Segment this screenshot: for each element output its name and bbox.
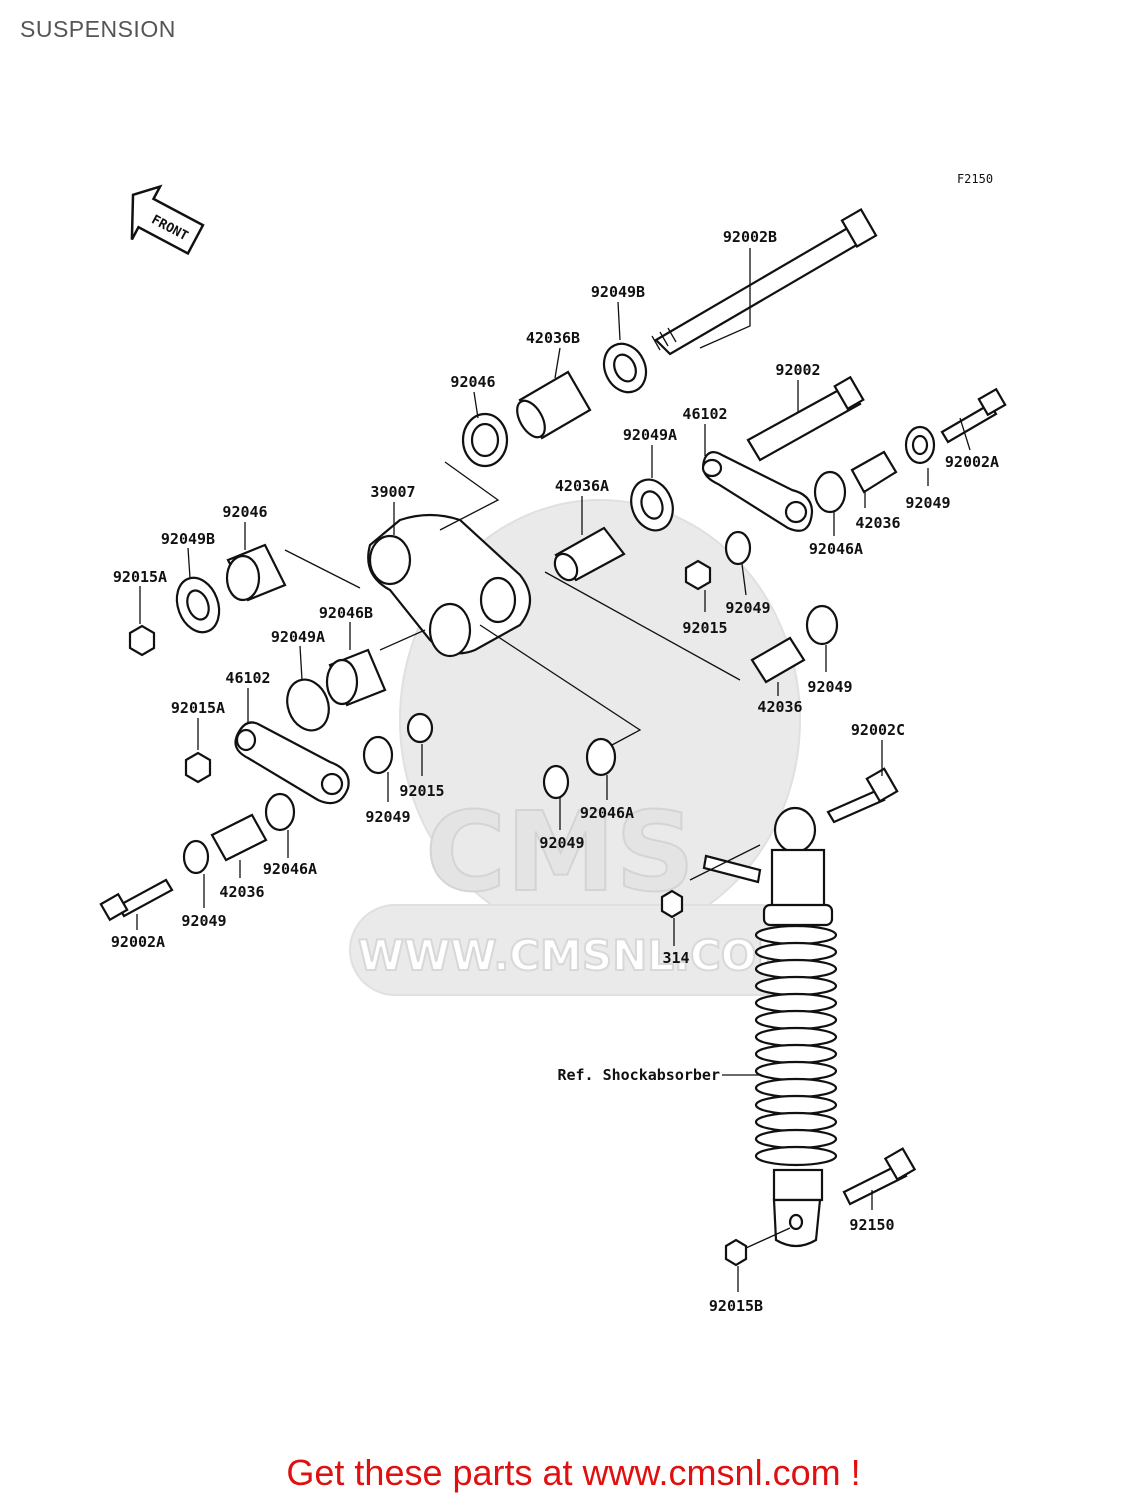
part-label: 92046A bbox=[263, 860, 317, 878]
spring-coil bbox=[754, 992, 838, 1014]
part-label: 92049B bbox=[161, 530, 215, 548]
bearing-92046b bbox=[325, 648, 387, 707]
part-label: 92015 bbox=[399, 782, 444, 800]
part-label: 42036 bbox=[855, 514, 900, 532]
part-label: 92049 bbox=[539, 834, 584, 852]
washer-92049-right bbox=[904, 425, 936, 465]
part-label: 42036 bbox=[219, 883, 264, 901]
part-label: 92150 bbox=[849, 1216, 894, 1234]
part-label: 92046B bbox=[319, 604, 373, 622]
part-label: 92002B bbox=[723, 228, 777, 246]
bearing-92046a-right bbox=[813, 470, 847, 514]
nut-314 bbox=[660, 889, 684, 919]
part-label: 92015 bbox=[682, 619, 727, 637]
front-arrow-icon: FRONT bbox=[130, 184, 205, 256]
collar-92049a-mid bbox=[630, 478, 674, 532]
part-label: 92049 bbox=[905, 494, 950, 512]
washer-92049-farright bbox=[805, 604, 839, 646]
spring-coil bbox=[754, 1060, 838, 1082]
nut-92015a-lower bbox=[184, 751, 212, 784]
part-label: 42036A bbox=[555, 477, 609, 495]
bolt-92002c bbox=[826, 767, 899, 824]
part-label: 92002 bbox=[775, 361, 820, 379]
part-label: 92049A bbox=[623, 426, 677, 444]
nut-92015a-left bbox=[128, 624, 156, 657]
part-label: 92015A bbox=[113, 568, 167, 586]
axle-92002b bbox=[651, 208, 878, 356]
spring-coil bbox=[754, 958, 838, 980]
spring-coil bbox=[754, 1145, 838, 1167]
bolt-92002a-left bbox=[99, 878, 174, 922]
part-label: 92049 bbox=[181, 912, 226, 930]
part-label: 92049A bbox=[271, 628, 325, 646]
part-label: 39007 bbox=[370, 483, 415, 501]
spring-coil bbox=[754, 1009, 838, 1031]
part-label: 46102 bbox=[225, 669, 270, 687]
axle-92002 bbox=[746, 375, 865, 462]
sleeve-42036-lowright bbox=[750, 636, 806, 684]
nut-92015b bbox=[724, 1238, 748, 1267]
part-label: 92049B bbox=[591, 283, 645, 301]
sleeve-42036-right bbox=[850, 450, 898, 494]
part-label: 314 bbox=[662, 949, 689, 967]
part-label: Ref. Shockabsorber bbox=[557, 1066, 720, 1084]
part-label: 46102 bbox=[682, 405, 727, 423]
collar-92049b-left bbox=[175, 576, 221, 634]
washer-92049-center bbox=[362, 735, 394, 775]
part-label: 42036 bbox=[757, 698, 802, 716]
watermark-url: WWW.CMSNL.COM bbox=[358, 931, 799, 980]
part-label: 92002A bbox=[111, 933, 165, 951]
part-labels: 92002B 92049B 42036B 92046 92002 46102 9… bbox=[111, 228, 999, 1315]
part-label: 92049 bbox=[365, 808, 410, 826]
spring-coil bbox=[754, 1128, 838, 1150]
part-label: 92002C bbox=[851, 721, 905, 739]
bearing-92046a-center bbox=[585, 737, 617, 777]
spring-coil bbox=[754, 1111, 838, 1133]
washer-92049-left-lower bbox=[182, 839, 210, 875]
part-label: 92046 bbox=[222, 503, 267, 521]
page-title: SUSPENSION bbox=[20, 16, 176, 42]
collar-92049b-top bbox=[602, 342, 648, 394]
part-label: 92015B bbox=[709, 1297, 763, 1315]
bolt-92002a-right bbox=[940, 387, 1007, 444]
nut-92015-mid bbox=[684, 559, 712, 591]
nut-92015-center bbox=[406, 712, 434, 744]
part-label: 92046 bbox=[450, 373, 495, 391]
part-label: 42036B bbox=[526, 329, 580, 347]
shock-absorber bbox=[702, 806, 838, 1248]
sleeve-42036b bbox=[516, 370, 592, 440]
sleeve-42036-left bbox=[210, 813, 268, 862]
bolt-92150 bbox=[842, 1147, 917, 1206]
spring-coil bbox=[754, 1094, 838, 1116]
part-label: 92002A bbox=[945, 453, 999, 471]
rocker-arm-39007 bbox=[367, 513, 532, 658]
part-label: 92046A bbox=[809, 540, 863, 558]
figure-code: F2150 bbox=[957, 172, 993, 186]
bearing-92046-left bbox=[225, 543, 287, 602]
spring-coil bbox=[754, 941, 838, 963]
part-label: 92015A bbox=[171, 699, 225, 717]
washer-92049-center-right bbox=[542, 764, 570, 800]
spring-coil bbox=[754, 1077, 838, 1099]
part-label: 92049 bbox=[807, 678, 852, 696]
footer-cta[interactable]: Get these parts at www.cmsnl.com ! bbox=[286, 1452, 861, 1493]
spring-coil bbox=[754, 924, 838, 946]
collar-92049a-left bbox=[286, 678, 330, 732]
part-label: 92049 bbox=[725, 599, 770, 617]
tie-rod-46102-right bbox=[701, 451, 814, 532]
spring-coil bbox=[754, 1043, 838, 1065]
washer-92049-mid bbox=[724, 530, 752, 566]
bearing-92046-top bbox=[461, 412, 509, 468]
part-label: 92046A bbox=[580, 804, 634, 822]
tie-rod-46102-left bbox=[234, 721, 350, 805]
bearing-92046a-left bbox=[264, 792, 296, 832]
spring-coil bbox=[754, 975, 838, 997]
sleeve-42036a bbox=[553, 526, 626, 582]
leader-lines bbox=[136, 248, 971, 1292]
spring-coil bbox=[754, 1026, 838, 1048]
